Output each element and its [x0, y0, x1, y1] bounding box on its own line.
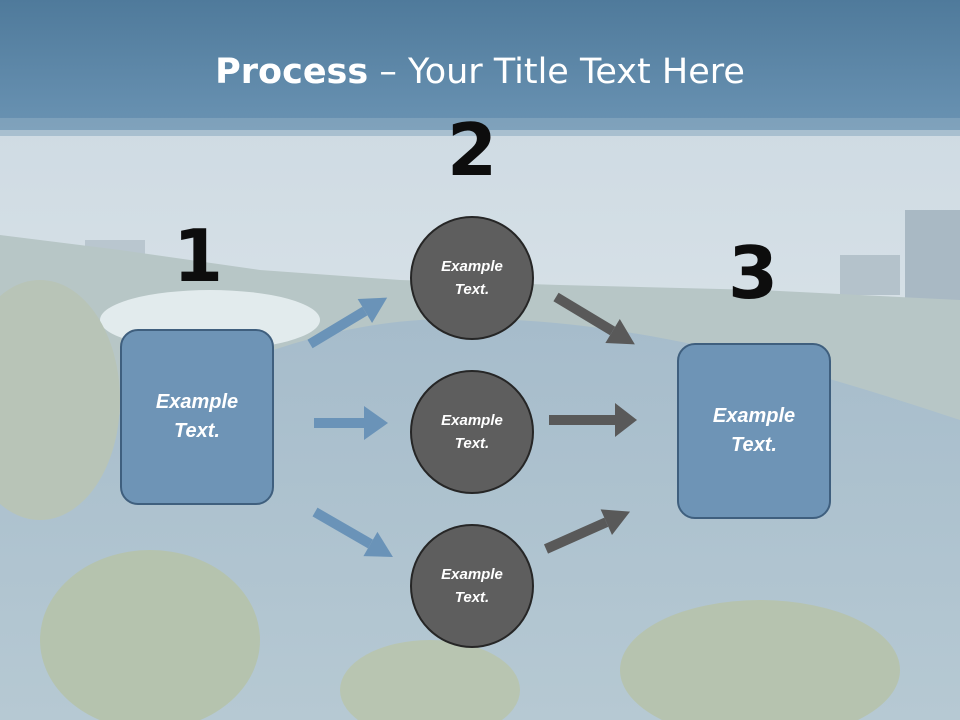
step-number-2: 2 — [446, 108, 498, 192]
arrow-middle-to-right — [549, 403, 637, 437]
title-rest: Your Title Text Here — [407, 52, 745, 92]
right-box-line1: Example — [712, 405, 796, 427]
circle-top: Example Text. — [410, 216, 534, 340]
circle-top-line1: Example — [441, 257, 503, 275]
left-box-line1: Example — [155, 391, 239, 413]
title-bold: Process — [215, 52, 369, 92]
circle-middle-line1: Example — [441, 411, 503, 429]
step-number-3: 3 — [727, 231, 779, 315]
arrow-bottom-to-right — [543, 509, 631, 554]
right-box-text: Example Text. — [713, 402, 795, 460]
right-box-line2: Text. — [731, 434, 777, 456]
circle-middle: Example Text. — [410, 370, 534, 494]
arrow-left-to-bottom — [312, 507, 393, 557]
arrow-left-to-middle — [314, 406, 388, 440]
arrow-top-to-right — [553, 292, 635, 345]
circle-top-line2: Text. — [454, 281, 490, 298]
arrow-left-to-top — [307, 297, 388, 349]
right-box: Example Text. — [677, 343, 831, 519]
left-box-text: Example Text. — [156, 388, 238, 446]
circle-bottom-line1: Example — [441, 565, 503, 583]
circle-bottom-line2: Text. — [454, 589, 490, 606]
circle-middle-line2: Text. — [454, 435, 490, 452]
slide-title: Process – Your Title Text Here — [0, 52, 960, 92]
circle-bottom: Example Text. — [410, 524, 534, 648]
step-number-1: 1 — [172, 214, 224, 298]
left-box-line2: Text. — [174, 420, 220, 442]
left-box: Example Text. — [120, 329, 274, 505]
title-dash: – — [368, 52, 408, 92]
